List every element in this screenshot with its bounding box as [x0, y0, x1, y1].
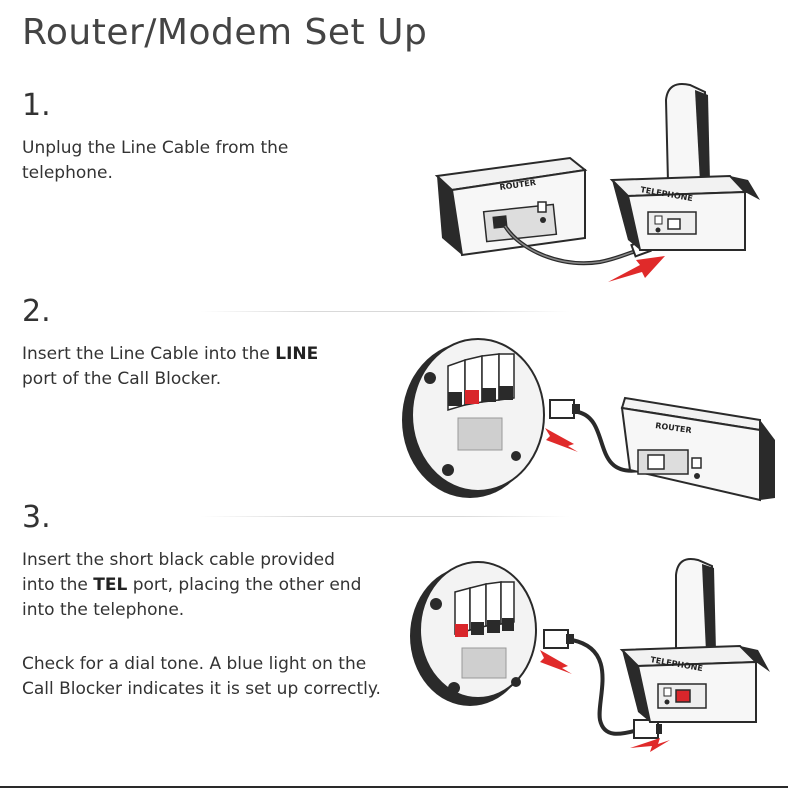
- step-2-illustration: ROUTER: [402, 338, 775, 502]
- tel-port-label: TEL: [93, 575, 128, 595]
- step-1-arrow-icon: [608, 256, 665, 282]
- step-3-arrow-icon-1: [540, 650, 572, 674]
- telephone-device-2: TELEPHONE: [619, 558, 770, 723]
- bottom-border: [0, 786, 788, 788]
- step-2-line-2: port of the Call Blocker.: [22, 369, 222, 389]
- line-port-label: LINE: [275, 344, 319, 364]
- page-title: Router/Modem Set Up: [22, 12, 428, 53]
- step-2-line-1-text: Insert the Line Cable into the: [22, 344, 276, 364]
- line-port-highlight: [465, 390, 479, 404]
- step-3-note-line-2: Call Blocker indicates it is set up corr…: [22, 679, 381, 699]
- telephone-device: TELEPHONE: [609, 83, 760, 251]
- step-2-text: Insert the Line Cable into the LINE port…: [22, 342, 318, 392]
- step-3-line-3: into the telephone.: [22, 600, 185, 620]
- router-device: ROUTER: [434, 156, 588, 257]
- step-3-arrow-icon-2: [630, 738, 670, 752]
- telephone-port-highlight: [675, 689, 691, 703]
- call-blocker-device: [402, 338, 545, 498]
- router-device-2: ROUTER: [620, 396, 775, 502]
- step-3-line-2-post: port, placing the other end: [127, 575, 362, 595]
- step-2-number: 2.: [22, 294, 51, 329]
- step-1-line-2: telephone.: [22, 163, 113, 183]
- step-3-line-2-pre: into the: [22, 575, 94, 595]
- step-3-line-2: into the TEL port, placing the other end: [22, 573, 361, 598]
- tel-port-highlight: [455, 624, 468, 637]
- step-divider-2: [200, 516, 570, 517]
- step-2-arrow-icon: [545, 428, 578, 452]
- step-3-text: Insert the short black cable provided in…: [22, 548, 361, 623]
- step-1-line-1: Unplug the Line Cable from the: [22, 138, 289, 158]
- step-3-note-line-1: Check for a dial tone. A blue light on t…: [22, 654, 367, 674]
- step-1-illustration: ROUTER TELEPHONE: [434, 83, 760, 282]
- step-3-illustration: TELEPHONE: [410, 558, 770, 752]
- step-3-number: 3.: [22, 500, 51, 535]
- step-1-text: Unplug the Line Cable from the telephone…: [22, 136, 288, 186]
- step-3-line-1: Insert the short black cable provided: [22, 550, 335, 570]
- step-2-line-1: Insert the Line Cable into the LINE: [22, 342, 318, 367]
- step-1-number: 1.: [22, 88, 51, 123]
- call-blocker-device-2: [410, 561, 537, 706]
- step-3-note: Check for a dial tone. A blue light on t…: [22, 652, 381, 702]
- step-divider-1: [200, 311, 570, 312]
